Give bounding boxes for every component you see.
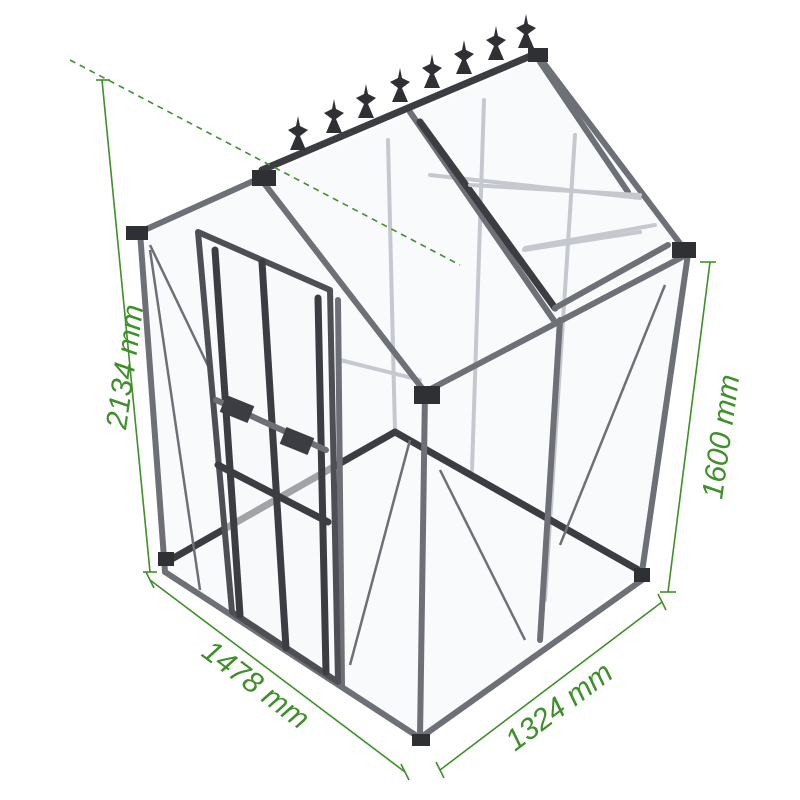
roof-frame — [137, 48, 691, 395]
corner-base-left — [158, 552, 174, 566]
ornate-handle-icon — [219, 395, 255, 423]
depth-tick-left — [435, 761, 445, 779]
braces — [148, 244, 667, 666]
post-front-right — [417, 389, 428, 741]
side-wall-glass — [420, 254, 688, 738]
back-rail-mid — [522, 230, 642, 252]
wall-posts — [137, 229, 691, 741]
brace-front-right — [348, 439, 412, 666]
roof-bar-1 — [468, 183, 642, 197]
brace-front-left-low — [148, 249, 202, 591]
back-post-left — [386, 138, 397, 434]
gable-rafter-front — [257, 175, 428, 395]
gable-rafter-back — [537, 55, 691, 257]
eave-front — [137, 175, 263, 235]
width-line — [149, 579, 406, 773]
depth-line — [439, 601, 663, 771]
corner-ridge-front — [252, 170, 276, 186]
corner-base-front — [412, 734, 430, 746]
brace-front-left — [148, 244, 212, 371]
ridge-finials — [288, 14, 536, 150]
post-side-right — [639, 251, 691, 575]
corner-eave-right — [672, 242, 696, 258]
roof-vent-frame-right — [537, 59, 631, 195]
dimension-lines — [69, 59, 716, 781]
corner-eave-front — [414, 386, 440, 404]
door-mid-rail — [214, 461, 332, 526]
post-front-mid — [335, 297, 345, 688]
door — [195, 229, 341, 685]
brace-side-right — [558, 284, 667, 546]
roof-left-glass — [260, 58, 684, 392]
width-tick-left — [145, 571, 155, 589]
ridge-extension-line — [69, 59, 461, 266]
corner-ridge-back — [528, 48, 548, 62]
door-inner-right — [314, 294, 330, 676]
post-side-mid — [537, 317, 563, 643]
fleur-de-lis-finial-icon — [288, 14, 536, 150]
width-tick-right — [400, 763, 410, 781]
height-eaves-line — [667, 261, 711, 593]
back-post-mid — [470, 98, 486, 472]
corner-top-left — [126, 226, 148, 240]
base-side-rail — [417, 577, 645, 741]
height-total-line — [101, 79, 151, 573]
corner-base-right — [634, 568, 650, 582]
post-front-left — [137, 229, 168, 575]
height-total-label: 2134 mm — [100, 303, 150, 432]
ornate-handle-icon-right — [279, 427, 315, 455]
door-frame — [195, 229, 341, 685]
base-back-rail — [391, 428, 646, 576]
roof-vent-frame-left — [416, 118, 559, 312]
corner-brackets — [126, 48, 696, 746]
depth-tick-right — [657, 593, 667, 611]
roof-bar-2 — [523, 223, 657, 250]
door-center-stile — [258, 258, 290, 652]
height-eaves-label: 1600 mm — [696, 373, 746, 501]
ridge-bar — [258, 48, 544, 174]
brace-side-left — [438, 469, 527, 641]
door-inner-left — [211, 246, 244, 619]
roof-vent-bottom — [552, 242, 671, 311]
back-rail-low — [338, 358, 422, 382]
